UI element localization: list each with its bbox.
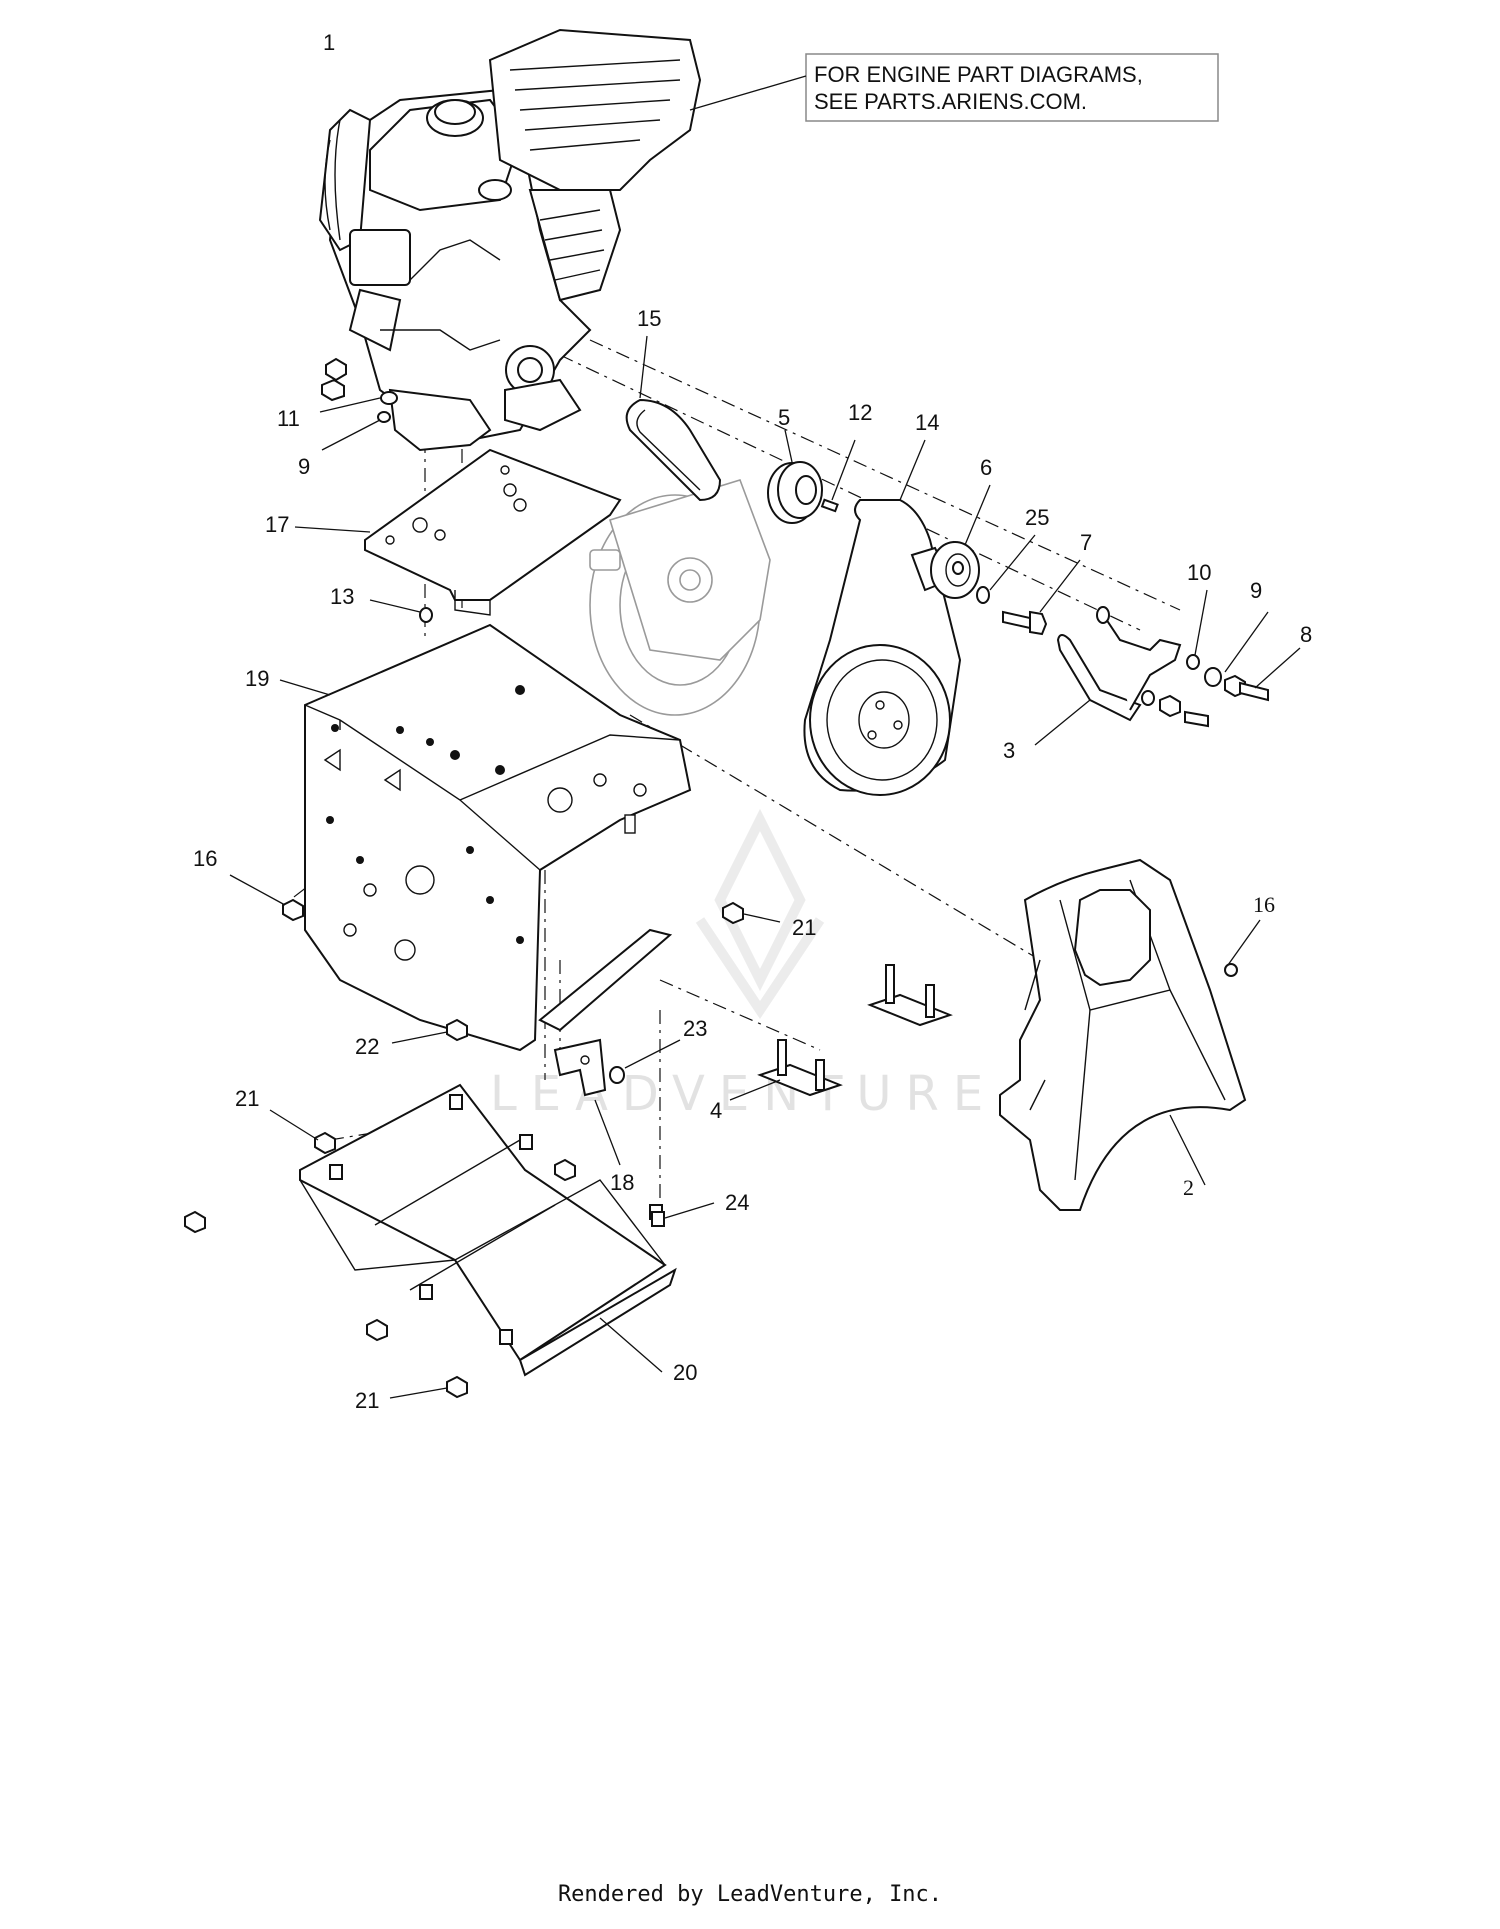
engine-mount-hardware	[319, 357, 398, 451]
callout-24: 24	[725, 1190, 749, 1215]
fasteners-8-9-10	[1141, 589, 1301, 728]
nut-13	[369, 599, 433, 623]
engine-plate	[294, 448, 622, 616]
callout-10: 10	[1187, 560, 1211, 585]
callout-1: 1	[323, 30, 335, 55]
belt-14	[803, 439, 962, 796]
callout-16-cover: 16	[1253, 892, 1275, 917]
callout-3: 3	[1003, 738, 1015, 763]
callout-13: 13	[330, 584, 354, 609]
key-12	[820, 439, 856, 513]
note-line-2: SEE PARTS.ARIENS.COM.	[814, 89, 1087, 114]
engine-note: FOR ENGINE PART DIAGRAMS, SEE PARTS.ARIE…	[689, 53, 1219, 122]
frame-housing	[279, 623, 692, 1052]
nut-23	[609, 1039, 681, 1084]
callout-4: 4	[710, 1098, 722, 1123]
callout-20: 20	[673, 1360, 697, 1385]
callout-12: 12	[848, 400, 872, 425]
callout-23: 23	[683, 1016, 707, 1041]
bolt-21-frame	[722, 901, 781, 925]
callout-5: 5	[778, 405, 790, 430]
callout-15: 15	[637, 306, 661, 331]
callout-9-fastener: 9	[1250, 578, 1262, 603]
callout-numbers: 1 2 3 4 5 6 7 8 9 9 10 11 12 13 14 15 16…	[193, 30, 1312, 1413]
skid-plate-hardware	[184, 1109, 715, 1399]
watermark-text: LEADVENTURE	[490, 1066, 997, 1122]
belt-cover-2	[999, 858, 1261, 1211]
bracket-18	[553, 1038, 621, 1166]
callout-11: 11	[277, 406, 300, 431]
callout-2: 2	[1183, 1175, 1194, 1200]
callout-7: 7	[1080, 530, 1092, 555]
callout-17: 17	[265, 512, 289, 537]
washer-25	[976, 534, 1036, 604]
callout-25: 25	[1025, 505, 1049, 530]
pulley-5	[767, 429, 823, 524]
callout-16-frame: 16	[193, 846, 217, 871]
callout-6: 6	[980, 455, 992, 480]
bolt-16-frame	[229, 874, 304, 922]
bracket-3	[1034, 606, 1182, 746]
bolt-22	[391, 1018, 468, 1044]
note-line-1: FOR ENGINE PART DIAGRAMS,	[814, 62, 1143, 87]
footer-credit: Rendered by LeadVenture, Inc.	[557, 1882, 943, 1907]
watermark: LEADVENTURE	[490, 808, 997, 1122]
mount-brackets-4	[729, 964, 953, 1101]
callout-8: 8	[1300, 622, 1312, 647]
bolt-7	[1002, 559, 1081, 636]
callout-18: 18	[610, 1170, 634, 1195]
skid-plate-20	[299, 1083, 677, 1377]
auger-gearbox-ghost	[589, 479, 771, 716]
callout-21-skid: 21	[235, 1086, 259, 1111]
callout-14: 14	[915, 410, 939, 435]
callout-22: 22	[355, 1034, 379, 1059]
note-box	[805, 53, 1219, 122]
callout-21-bottom: 21	[355, 1388, 379, 1413]
engine	[318, 28, 702, 452]
callout-21-frame: 21	[792, 915, 816, 940]
callout-19: 19	[245, 666, 269, 691]
callout-9-engine: 9	[298, 454, 310, 479]
pulley-6	[910, 484, 991, 599]
belt-15	[625, 335, 722, 502]
